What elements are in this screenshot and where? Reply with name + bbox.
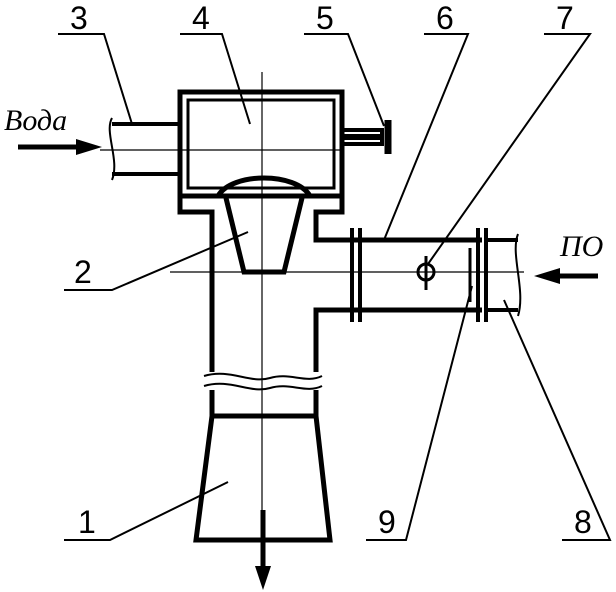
diffuser — [193, 390, 333, 543]
callout-8: 8 — [574, 504, 592, 540]
axis-lines — [100, 72, 524, 540]
water-inlet-pipe — [108, 117, 180, 181]
callout-7: 7 — [556, 0, 574, 36]
callout-6: 6 — [436, 0, 454, 36]
callout-5: 5 — [316, 0, 334, 36]
callout-4: 4 — [192, 0, 210, 36]
po-arrowhead — [534, 268, 560, 284]
water-inlet-label: Вода — [4, 104, 68, 137]
flow-arrows — [18, 139, 598, 590]
outlet-arrowhead — [255, 566, 271, 590]
callout-9: 9 — [378, 504, 396, 540]
adjusting-spindle — [342, 120, 392, 154]
mixing-chamber — [177, 196, 356, 391]
leader-lines — [58, 33, 612, 541]
callout-3: 3 — [70, 0, 88, 36]
gas-inlet-pipe — [350, 228, 522, 322]
po-inlet-label: ПО — [560, 230, 604, 263]
nozzle — [215, 175, 313, 275]
valve-symbol — [416, 256, 436, 290]
water-arrowhead — [76, 139, 102, 155]
callout-1: 1 — [78, 504, 96, 540]
callout-2: 2 — [74, 254, 92, 290]
